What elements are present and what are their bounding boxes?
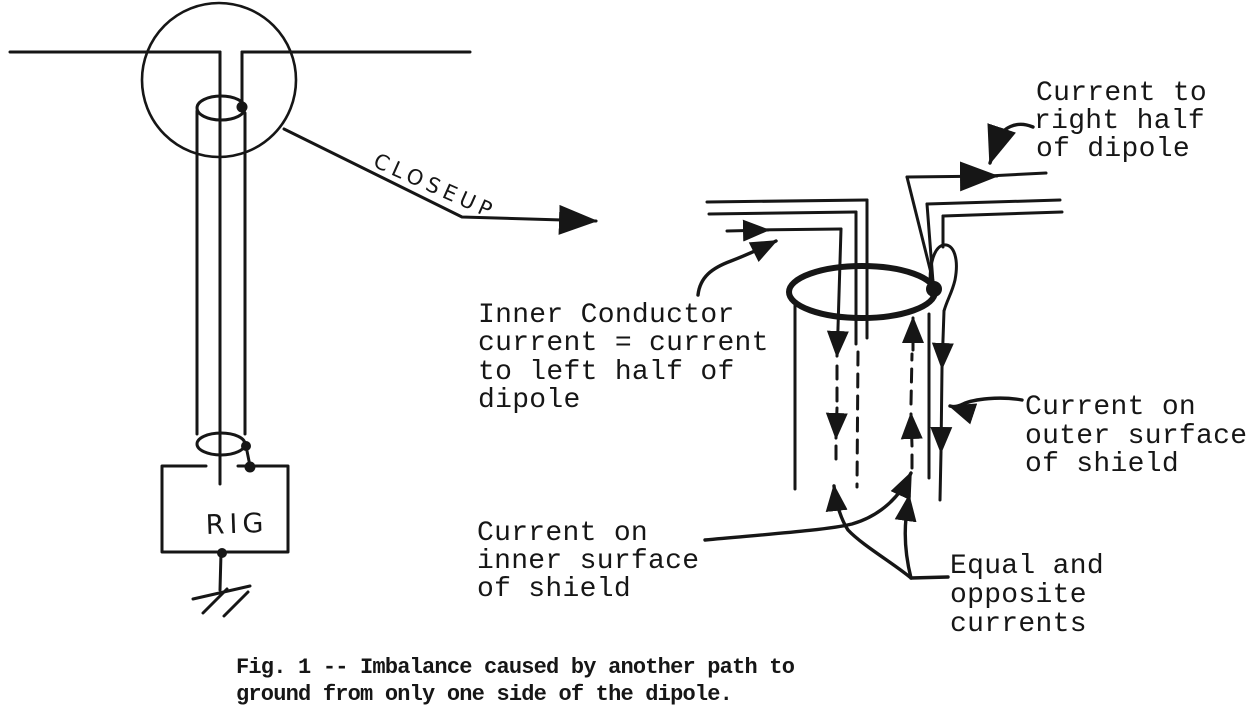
svg-text:dipole: dipole <box>478 385 581 416</box>
leader-current-right <box>987 122 1035 165</box>
right-dipole-current-arrow <box>905 161 1048 287</box>
feedpoint-closeup-figure: Current to right half of dipole Inner Co… <box>477 78 1247 640</box>
svg-text:of shield: of shield <box>1025 449 1179 480</box>
leader-inner-surface <box>703 471 913 542</box>
svg-text:opposite: opposite <box>950 580 1087 611</box>
rig-top-dot <box>244 461 256 473</box>
right-dipole-feed-wire <box>925 198 1064 284</box>
svg-text:right half: right half <box>1034 106 1205 137</box>
svg-text:current = current: current = current <box>478 328 769 359</box>
closeup-label: CLOSEUP <box>370 149 500 225</box>
label-current-right: Current to right half of dipole <box>1034 78 1207 165</box>
caption-line-1: Fig. 1 -- Imbalance caused by another pa… <box>236 655 795 680</box>
svg-text:Inner Conductor: Inner Conductor <box>478 300 735 331</box>
leader-outer-surface <box>948 396 1024 425</box>
shield-connection-dot <box>236 101 248 113</box>
svg-text:Equal and: Equal and <box>950 551 1104 582</box>
label-equal-opposite: Equal and opposite currents <box>950 551 1104 640</box>
svg-text:Current on: Current on <box>1025 392 1196 423</box>
svg-text:of dipole: of dipole <box>1036 134 1190 165</box>
svg-text:outer surface: outer surface <box>1025 421 1247 452</box>
svg-text:Current to: Current to <box>1036 78 1207 109</box>
svg-text:to left half of: to left half of <box>478 357 735 388</box>
label-outer-surface: Current on outer surface of shield <box>1025 392 1247 480</box>
ground-icon <box>191 584 252 618</box>
svg-text:inner surface: inner surface <box>477 546 699 577</box>
leader-equal-opposite <box>825 484 950 580</box>
shield-rim <box>786 263 938 321</box>
closeup-pointer-arrow <box>282 127 598 235</box>
leader-inner-conductor <box>696 239 778 297</box>
label-inner-surface: Current on inner surface of shield <box>477 518 699 605</box>
inner-conductor-current-arrow <box>725 219 849 470</box>
caption-line-2: ground from only one side of the dipole. <box>236 682 732 707</box>
inner-conductor-hidden-wire <box>855 350 860 489</box>
svg-text:currents: currents <box>950 609 1087 640</box>
ground-wire <box>218 551 223 592</box>
inner-surface-current-arrow <box>900 316 924 470</box>
figure-caption: Fig. 1 -- Imbalance caused by another pa… <box>236 655 795 707</box>
rig-label: RIG <box>205 508 269 541</box>
label-inner-conductor: Inner Conductor current = current to lef… <box>478 300 769 416</box>
svg-text:of shield: of shield <box>477 574 631 605</box>
svg-text:Current on: Current on <box>477 518 648 549</box>
